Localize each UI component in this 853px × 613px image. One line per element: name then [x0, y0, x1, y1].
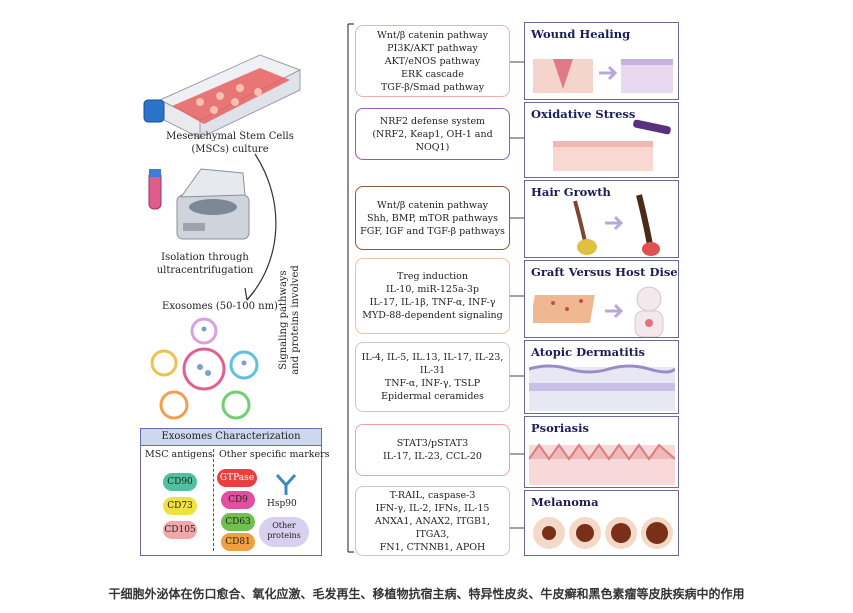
melanoma-icon	[533, 517, 673, 549]
pathway-line: FN1, CTNNB1, APOH	[379, 541, 486, 553]
atopic-dermatitis-icon	[529, 364, 675, 411]
marker-cd90: CD90	[163, 473, 197, 491]
pathway-line: NOQ1)	[415, 141, 450, 153]
hair-growth-icon	[573, 194, 660, 256]
culture-label: Mesenchymal Stem Cells (MSCs) culture	[150, 130, 310, 156]
disease-title: Melanoma	[531, 495, 599, 509]
hsp90-label: Hsp90	[267, 499, 297, 509]
pathway-line: T-RAIL, caspase-3	[389, 489, 476, 501]
characterization-title: Exosomes Characterization	[141, 429, 321, 446]
pathway-box-wound: Wnt/β catenin pathway PI3K/AKT pathway A…	[355, 25, 510, 97]
exosomes-cluster-icon	[150, 317, 259, 420]
pathway-line: IL-4, IL-5, IL.13, IL-17, IL-23,	[361, 352, 504, 363]
pathway-line: Shh, BMP, mTOR pathways	[366, 212, 499, 224]
pathway-line: AKT/eNOS pathway	[384, 55, 481, 67]
process-arrow-icon	[244, 153, 277, 301]
pathway-line: TNF-α, INF-γ, TSLP	[384, 378, 481, 389]
disease-panel-melanoma: Melanoma	[524, 490, 679, 556]
pathway-line: ANXA1, ANAX2, ITGB1, ITGA3,	[374, 515, 491, 540]
msc-antigens-label: MSC antigens	[145, 449, 213, 460]
wound-healing-icon	[533, 59, 673, 93]
disease-title: Graft Versus Host Disease	[531, 265, 678, 279]
disease-panel-atopic-dermatitis: Atopic Dermatitis	[524, 340, 679, 414]
psoriasis-icon	[529, 443, 675, 485]
gvhd-icon	[533, 286, 664, 337]
pathway-line: IL-10, miR-125a-3p	[386, 284, 479, 295]
marker-cd63: CD63	[221, 513, 255, 531]
disease-panel-gvhd: Graft Versus Host Disease	[524, 260, 679, 338]
pathway-line: IL-17, IL-23, CCL-20	[383, 451, 482, 462]
pathway-line: Wnt/β catenin pathway	[377, 29, 488, 41]
marker-cd105: CD105	[163, 521, 197, 539]
pathway-line: Wnt/β catenin pathway	[377, 199, 488, 211]
pathway-line: IFN-γ, IL-2, IFNs, IL-15	[375, 502, 490, 514]
pathway-box-psoriasis: STAT3/pSTAT3 IL-17, IL-23, CCL-20	[355, 424, 510, 476]
pathway-line: TGF-β/Smad pathway	[380, 81, 485, 93]
disease-title: Wound Healing	[531, 27, 631, 41]
disease-title: Hair Growth	[531, 185, 611, 199]
other-markers-label: Other specific markers	[219, 449, 330, 460]
disease-title: Atopic Dermatitis	[531, 345, 645, 359]
pathway-box-atopic: IL-4, IL-5, IL.13, IL-17, IL-23, IL-31 T…	[355, 342, 510, 412]
pathway-line: Epidermal ceramides	[381, 391, 484, 402]
other-proteins-line2: proteins	[267, 531, 301, 540]
disease-panel-oxidative-stress: Oxidative Stress	[524, 102, 679, 178]
pathway-line: (NRF2, Keap1, OH-1 and	[372, 128, 493, 140]
pathway-box-oxidative: NRF2 defense system (NRF2, Keap1, OH-1 a…	[355, 108, 510, 160]
isolation-label: Isolation through ultracentrifugation	[150, 251, 260, 277]
characterization-divider	[213, 449, 214, 551]
other-proteins-line1: Other	[272, 521, 296, 530]
signaling-vertical-label: Signaling pathways and proteins involved	[278, 250, 302, 390]
pathway-line: FGF, IGF and TGF-β pathways	[360, 225, 505, 237]
pathway-box-gvhd: Treg induction IL-10, miR-125a-3p IL-17,…	[355, 258, 510, 334]
disease-panel-wound-healing: Wound Healing	[524, 22, 679, 100]
culture-label-line1: Mesenchymal Stem Cells	[166, 131, 294, 142]
connector-lines	[347, 23, 524, 553]
pathway-line: STAT3/pSTAT3	[396, 438, 469, 449]
exosomes-label: Exosomes (50-100 nm)	[162, 301, 278, 312]
oxidative-stress-icon	[553, 119, 671, 171]
disease-title: Oxidative Stress	[531, 107, 636, 121]
signaling-label-line2: and proteins involved	[290, 265, 301, 375]
figure-caption: 干细胞外泌体在伤口愈合、氧化应激、毛发再生、移植物抗宿主病、特异性皮炎、牛皮癣和…	[108, 587, 745, 601]
culture-flask-icon	[143, 54, 302, 139]
signaling-label-line1: Signaling pathways	[278, 270, 289, 370]
marker-cd81: CD81	[221, 533, 255, 551]
pathway-line: PI3K/AKT pathway	[387, 42, 478, 54]
pathway-line: IL-17, IL-1β, TNF-α, INF-γ	[369, 297, 496, 308]
pathway-box-hair: Wnt/β catenin pathway Shh, BMP, mTOR pat…	[355, 186, 510, 250]
marker-gtpase: GTPase	[217, 469, 257, 487]
pathway-box-melanoma: T-RAIL, caspase-3 IFN-γ, IL-2, IFNs, IL-…	[355, 486, 510, 556]
isolation-label-line2: ultracentrifugation	[156, 265, 254, 276]
characterization-box: Exosomes Characterization MSC antigens O…	[140, 428, 330, 556]
other-proteins-pill: Other proteins	[259, 517, 309, 547]
hsp90-icon	[275, 473, 297, 495]
centrifuge-icon	[148, 168, 250, 240]
culture-label-line2: (MSCs) culture	[191, 144, 269, 155]
disease-title: Psoriasis	[531, 421, 589, 435]
marker-cd73: CD73	[163, 497, 197, 515]
pathway-line: IL-31	[419, 365, 446, 376]
pathway-line: MYD-88-dependent signaling	[362, 310, 503, 321]
disease-panel-psoriasis: Psoriasis	[524, 416, 679, 488]
pathway-line: NRF2 defense system	[379, 115, 486, 127]
disease-panel-hair-growth: Hair Growth	[524, 180, 679, 258]
pathway-line: Treg induction	[397, 271, 468, 282]
isolation-label-line1: Isolation through	[161, 252, 249, 263]
pathway-line: ERK cascade	[401, 68, 464, 80]
marker-cd9: CD9	[221, 491, 255, 509]
